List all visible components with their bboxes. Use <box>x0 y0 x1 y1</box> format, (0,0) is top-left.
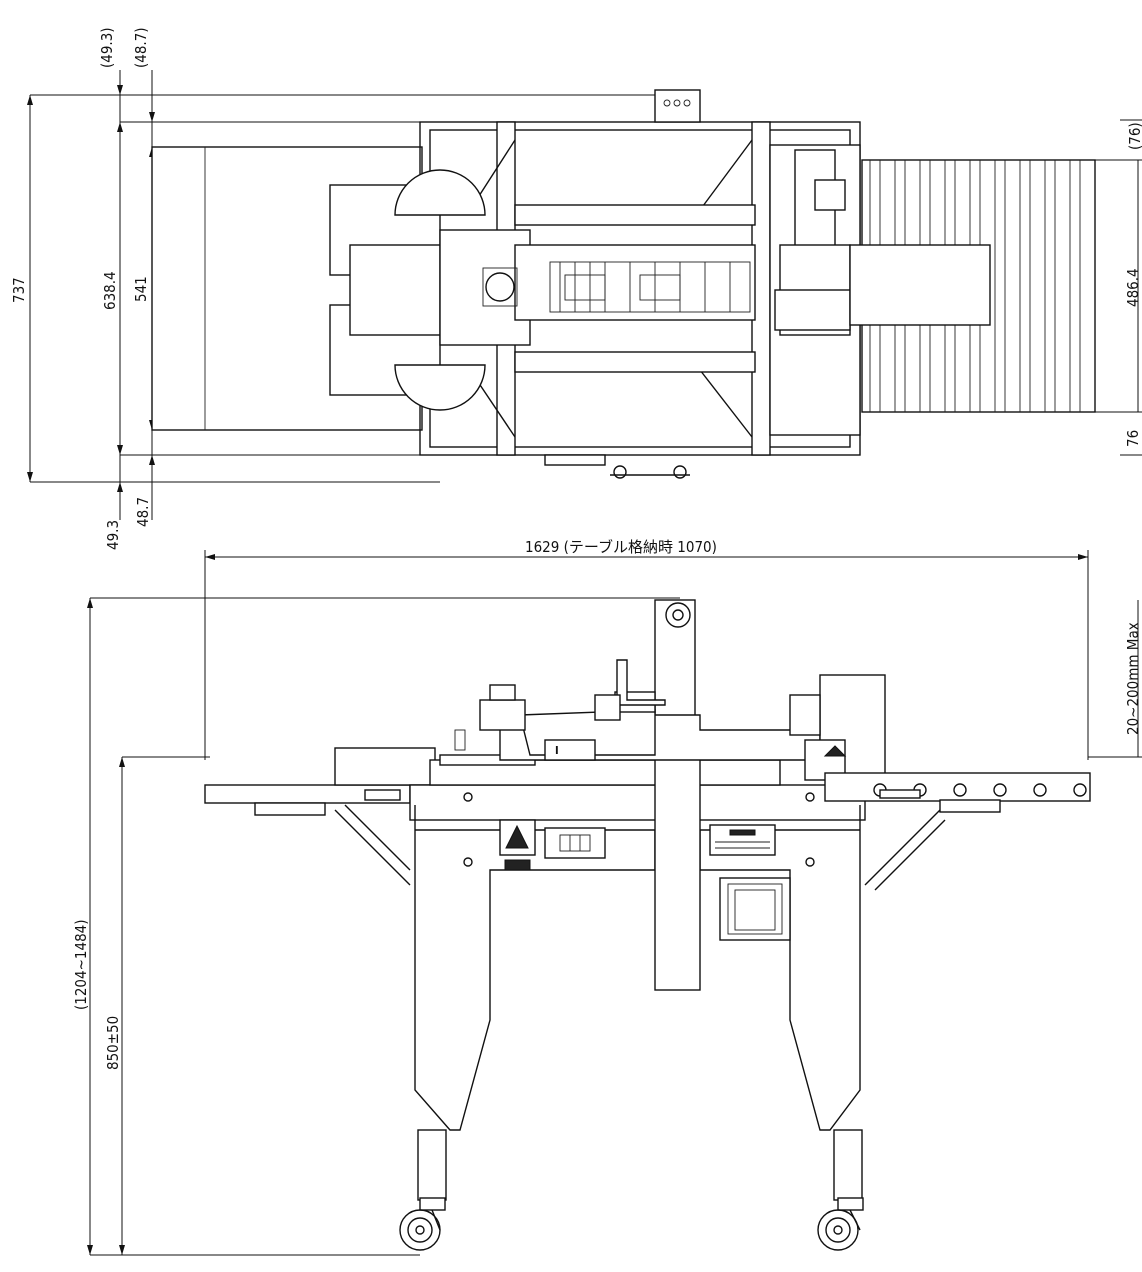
side-view-machine: I <box>204 599 1091 1251</box>
warning-label <box>499 819 536 871</box>
top-view: (49.3) (48.7) 737 638.4 541 49.3 48.7 (7… <box>10 27 1142 550</box>
dim-conveyor-edge-bottom: 76 <box>1124 430 1142 447</box>
counter-display <box>544 827 606 859</box>
caster-right <box>817 1197 864 1251</box>
dim-bottom-offset-1: 49.3 <box>104 520 122 550</box>
dim-overall-width: 737 <box>10 277 28 303</box>
tape-head-plan <box>549 261 751 313</box>
dim-top-offset-2: (48.7) <box>132 27 150 68</box>
side-view-dimension-lines <box>87 550 1142 1256</box>
dim-top-offset-1: (49.3) <box>98 27 116 68</box>
dim-box-height-range: 20~200mm Max <box>1124 622 1142 735</box>
dim-overall-length: 1629 (テーブル格納時 1070) <box>525 538 717 556</box>
top-view-dimension-labels: (49.3) (48.7) 737 638.4 541 49.3 48.7 (7… <box>10 27 1142 550</box>
dim-conveyor-width: 486.4 <box>1124 268 1142 307</box>
side-view: 1629 (テーブル格納時 1070) (1204~1484) 850±50 2… <box>72 538 1142 1256</box>
top-view-machine <box>151 89 1096 479</box>
tape-box <box>719 877 791 941</box>
brand-logo-mark: I <box>555 744 559 757</box>
dim-overall-height: (1204~1484) <box>72 919 90 1010</box>
dim-inner-width: 541 <box>132 276 150 302</box>
caster-left <box>399 1197 446 1251</box>
dim-conveyor-edge-top: (76) <box>1126 122 1142 150</box>
dim-table-height: 850±50 <box>104 1016 122 1070</box>
side-view-dimension-labels: 1629 (テーブル格納時 1070) (1204~1484) 850±50 2… <box>72 538 1142 1070</box>
name-plate <box>709 824 776 856</box>
dim-frame-width: 638.4 <box>101 271 119 310</box>
dim-bottom-offset-2: 48.7 <box>134 497 152 527</box>
